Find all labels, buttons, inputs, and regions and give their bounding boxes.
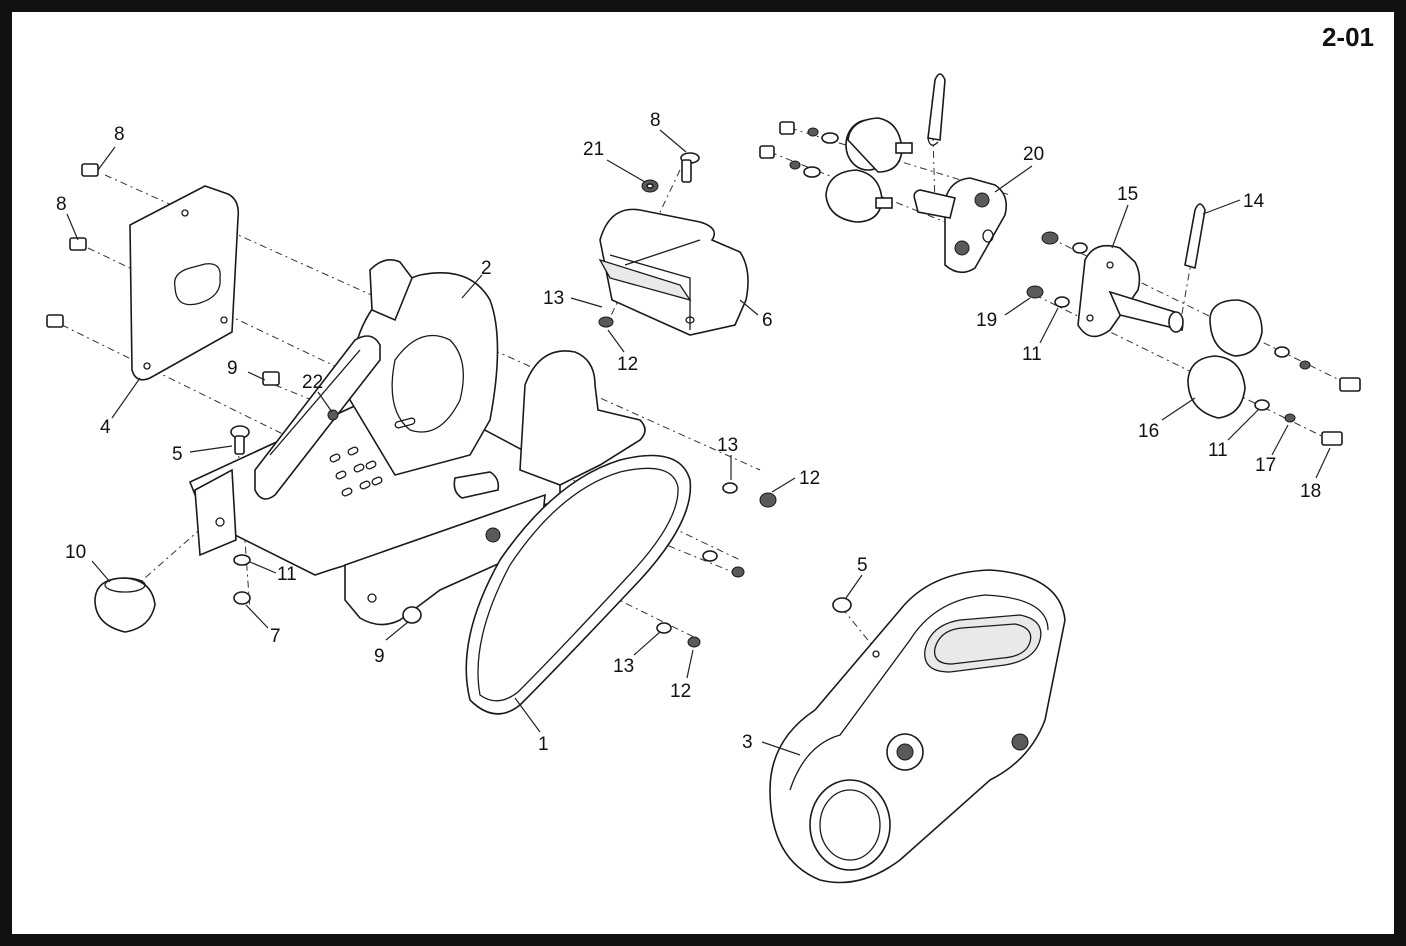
callout-label: 12 (617, 354, 638, 375)
bracket-part-6 (598, 208, 749, 336)
bumper-upper-part-20 (845, 117, 913, 173)
page-number: 2-01 (1321, 22, 1374, 52)
pin-plate-part-15 (1077, 244, 1184, 338)
callout-label: 4 (100, 417, 111, 438)
callout-label: 8 (650, 110, 661, 131)
callout-label: 6 (762, 310, 773, 331)
callout-label: 5 (172, 444, 183, 465)
front-hardware (656, 482, 852, 648)
assembly-axis-lines (61, 99, 1361, 656)
callout-label: 15 (1117, 184, 1138, 205)
callout-label: 11 (1022, 344, 1042, 365)
callout-label: 13 (543, 288, 564, 309)
bumper-upper-part-16 (1209, 299, 1263, 357)
callout-label: 10 (65, 542, 86, 563)
bumper-lower-part-20 (825, 169, 893, 223)
belt-part-1 (465, 454, 692, 715)
callout-label: 20 (1023, 144, 1044, 165)
callout-label: 7 (270, 626, 281, 647)
callout-label: 11 (277, 564, 297, 585)
callout-label: 11 (1208, 440, 1228, 461)
screw-part-8-on-bracket (680, 152, 700, 183)
upper-hardware-part-20 (759, 121, 839, 178)
callout-labels: 8 8 4 9 22 2 5 10 11 7 9 1 21 8 13 12 6 … (56, 110, 1321, 755)
callout-label: 18 (1300, 481, 1321, 502)
callout-label: 9 (374, 646, 385, 667)
callout-label: 12 (799, 468, 820, 489)
nut-part-12-under-bracket (598, 316, 614, 328)
pin-plate-part-20 (913, 177, 1008, 274)
callout-label: 21 (583, 139, 604, 160)
callout-label: 13 (717, 435, 738, 456)
mounting-plate-part-4 (129, 185, 240, 381)
leader-lines (66, 129, 1331, 756)
callout-label: 3 (742, 732, 753, 753)
callout-label: 2 (481, 258, 492, 279)
callout-label: 13 (613, 656, 634, 677)
cotter-pin-part-14 (1184, 203, 1206, 270)
callout-label: 9 (227, 358, 238, 379)
main-frame-part-2 (188, 259, 646, 626)
callout-label: 12 (670, 681, 691, 702)
callout-label: 8 (56, 194, 67, 215)
left-hardware (46, 163, 422, 624)
callout-label: 17 (1255, 455, 1276, 476)
callout-label: 1 (538, 734, 549, 755)
callout-label: 19 (976, 310, 997, 331)
bumper-part-16 (1187, 355, 1246, 419)
callout-label: 8 (114, 124, 125, 145)
right-hardware (1026, 231, 1361, 446)
callout-label: 22 (302, 372, 323, 393)
callout-label: 14 (1243, 191, 1265, 212)
callout-label: 5 (857, 555, 868, 576)
bumper-part-10 (94, 577, 156, 633)
washer-part-21 (641, 179, 659, 193)
belt-cover-part-3 (769, 569, 1066, 884)
callout-label: 16 (1138, 421, 1159, 442)
cotter-pin-part-20 (927, 73, 946, 146)
